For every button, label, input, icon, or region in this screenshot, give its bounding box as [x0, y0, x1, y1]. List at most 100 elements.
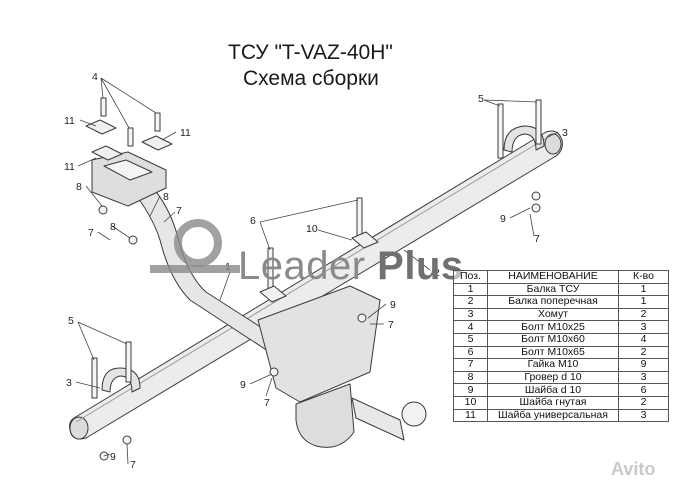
bolt-m10x65-2 [356, 197, 363, 239]
callout-11-a: 11 [64, 115, 75, 127]
row-qty: 1 [618, 282, 669, 297]
row-qty: 2 [618, 345, 669, 360]
washer-universal-1 [85, 119, 117, 135]
callout-9-d: 9 [110, 451, 116, 463]
row-qty: 4 [618, 332, 669, 347]
callout-8-a: 8 [76, 181, 82, 193]
callout-3-b: 3 [66, 377, 72, 389]
row-qty: 6 [618, 383, 669, 397]
callout-7-e: 7 [264, 397, 270, 409]
callout-6: 6 [250, 215, 256, 227]
row-name: Балка поперечная [487, 295, 619, 309]
cross-beam-end-right [544, 133, 562, 155]
row-name: Гровер d 10 [487, 370, 619, 385]
header-pos: Поз. [453, 270, 488, 284]
ball-neck [351, 397, 405, 441]
row-qty: 3 [618, 320, 669, 334]
callout-11-b: 11 [64, 161, 75, 173]
callout-3-a: 3 [562, 127, 568, 139]
callout-7-d: 7 [388, 319, 394, 331]
row-pos: 10 [453, 395, 488, 410]
callout-5-a: 5 [478, 93, 484, 105]
row-pos: 7 [453, 358, 488, 372]
row-pos: 11 [453, 408, 488, 423]
bolt-m10x25-3 [154, 112, 161, 132]
row-name: Болт М10х65 [487, 345, 619, 360]
row-pos: 9 [453, 383, 488, 397]
header-qty: К-во [618, 270, 669, 284]
callout-11-c: 11 [180, 127, 191, 139]
row-pos: 2 [453, 295, 488, 309]
bolt-m10x25-2 [127, 127, 134, 147]
row-pos: 6 [453, 345, 488, 360]
row-qty: 2 [618, 307, 669, 322]
washer-universal-3 [91, 145, 123, 161]
row-qty: 9 [618, 358, 669, 372]
callout-10: 10 [306, 223, 318, 235]
callout-7-c: 7 [534, 233, 540, 245]
hitch-ball [401, 401, 427, 427]
header-name: НАИМЕНОВАНИЕ [487, 270, 619, 284]
row-pos: 3 [453, 307, 488, 322]
callout-9-a: 9 [500, 213, 506, 225]
row-name: Болт М10х60 [487, 332, 619, 347]
row-name: Шайба d 10 [487, 383, 619, 397]
callout-7-a: 7 [88, 227, 94, 239]
row-name: Балка ТСУ [487, 282, 619, 297]
cross-beam-end-left [69, 416, 89, 440]
parts-table-header: Поз. НАИМЕНОВАНИЕ К-во [453, 270, 669, 284]
avito-watermark: Avito [611, 459, 656, 479]
row-name: Шайба гнутая [487, 395, 619, 410]
callout-5-b: 5 [68, 315, 74, 327]
callout-9-b: 9 [390, 299, 396, 311]
row-qty: 1 [618, 295, 669, 309]
diagram-subtitle: Схема сборки [243, 67, 379, 90]
cross-beam [69, 130, 563, 440]
row-name: Гайка М10 [487, 358, 619, 372]
row-qty: 3 [618, 370, 669, 385]
callout-4: 4 [92, 71, 98, 83]
hitch-bracket [295, 383, 355, 448]
bolt-m10x60-2 [535, 99, 542, 145]
bolt-m10x60-4 [125, 341, 132, 383]
clamp-left [101, 367, 141, 393]
callout-2: 2 [434, 267, 440, 279]
diagram-title: ТСУ "T-VAZ-40H" [228, 41, 393, 64]
row-name: Шайба универсальная [487, 408, 619, 423]
callout-7-f: 7 [130, 459, 136, 471]
row-pos: 5 [453, 332, 488, 347]
row-name: Хомут [487, 307, 619, 322]
callout-7-b: 7 [176, 205, 182, 217]
callout-8-b: 8 [110, 221, 116, 233]
bolt-m10x60-1 [497, 103, 504, 159]
row-qty: 2 [618, 395, 669, 410]
bolt-m10x60-3 [91, 357, 98, 399]
bent-washer-2 [351, 231, 379, 249]
row-pos: 8 [453, 370, 488, 385]
leader-plus-watermark: Leader Plus [238, 244, 464, 288]
washer-universal-2 [141, 135, 173, 151]
callout-9-c: 9 [240, 379, 246, 391]
callout-8-c: 8 [163, 191, 169, 203]
bent-washer-1 [259, 285, 287, 303]
row-name: Болт М10х25 [487, 320, 619, 334]
row-pos: 4 [453, 320, 488, 334]
leader-plus-logo-icon [150, 219, 240, 273]
bolt-m10x25-1 [100, 97, 107, 117]
ball-mount-plate [257, 285, 381, 403]
clamp-right [503, 125, 545, 153]
